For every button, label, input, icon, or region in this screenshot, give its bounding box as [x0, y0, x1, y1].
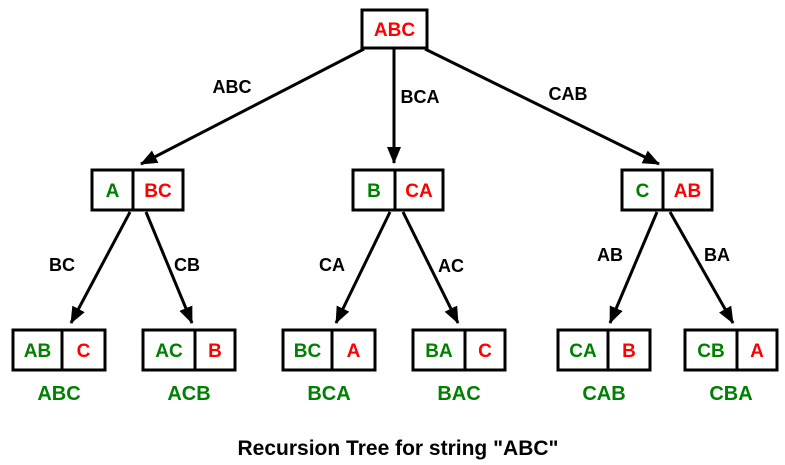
leaf-cba-remaining: A: [750, 341, 764, 362]
root-node-label: ABC: [374, 20, 415, 41]
edge-c-to-ca: [608, 211, 659, 324]
figure-caption: Recursion Tree for string "ABC": [238, 437, 559, 460]
edge-label-ba: BA: [704, 245, 730, 265]
leaf-acb-fixed: AC: [155, 341, 183, 362]
leaf-bac-remaining: C: [478, 341, 492, 362]
node-c-ab-box: [620, 168, 714, 212]
leaf-bca-result: BCA: [307, 383, 350, 405]
leaf-bac-box: [411, 328, 507, 372]
edge-label-cb: CB: [174, 255, 200, 275]
leaf-node-cba: CB A CBA: [683, 328, 779, 405]
leaf-bca-box: [281, 328, 377, 372]
node-a-bc-remaining: BC: [144, 181, 172, 202]
leaf-node-bca: BC A BCA: [281, 328, 377, 405]
node-c-ab-remaining: AB: [674, 181, 701, 202]
leaf-node-bac: BA C BAC: [411, 328, 507, 405]
root-node: ABC: [360, 8, 429, 50]
leaf-node-acb: AC B ACB: [141, 328, 237, 405]
edge-root-to-right-node: [424, 47, 660, 166]
edge-label-bc: BC: [49, 255, 75, 275]
node-b-ca: B CA: [351, 168, 445, 212]
leaf-bca-fixed: BC: [294, 341, 322, 362]
edge-label-abc: ABC: [213, 77, 252, 97]
leaf-bac-fixed: BA: [425, 341, 453, 362]
edge-label-ca: CA: [319, 255, 345, 275]
leaf-bca-remaining: A: [347, 341, 361, 362]
leaf-cba-result: CBA: [709, 383, 752, 405]
leaf-acb-remaining: B: [208, 341, 222, 362]
leaf-abc-result: ABC: [37, 383, 80, 405]
node-a-bc: A BC: [90, 168, 185, 212]
leaf-cab-result: CAB: [582, 383, 625, 405]
leaf-cba-box: [683, 328, 779, 372]
leaf-abc-fixed: AB: [24, 341, 51, 362]
node-c-ab: C AB: [620, 168, 714, 212]
node-c-ab-fixed: C: [636, 181, 650, 202]
leaf-acb-box: [141, 328, 237, 372]
edge-label-cab: CAB: [549, 84, 588, 104]
edge-b-to-ba: [401, 211, 460, 324]
node-b-ca-remaining: CA: [405, 181, 433, 202]
edge-root-to-left-node: [140, 47, 365, 166]
node-a-bc-fixed: A: [106, 181, 120, 202]
edge-label-ac: AC: [438, 256, 464, 276]
edge-label-ab: AB: [597, 245, 623, 265]
leaf-cab-fixed: CA: [569, 341, 597, 362]
leaf-bac-result: BAC: [437, 383, 480, 405]
edge-a-to-ac: [144, 211, 194, 324]
edge-a-to-ab: [69, 211, 132, 324]
node-a-bc-box: [90, 168, 185, 212]
edge-label-bca: BCA: [401, 87, 440, 107]
leaf-node-cab: CA B CAB: [556, 328, 652, 405]
level2-edges: BC CB CA AC AB BA: [49, 211, 735, 324]
root-node-box: [360, 8, 429, 50]
leaf-abc-box: [11, 328, 107, 372]
leaf-node-abc: AB C ABC: [11, 328, 107, 405]
edge-c-to-cb: [668, 211, 735, 324]
level1-edges: ABC BCA CAB: [140, 47, 660, 166]
leaf-abc-remaining: C: [77, 341, 91, 362]
leaf-cab-remaining: B: [622, 341, 636, 362]
leaf-cba-fixed: CB: [697, 341, 724, 362]
node-b-ca-box: [351, 168, 445, 212]
node-b-ca-fixed: B: [367, 181, 381, 202]
leaf-acb-result: ACB: [167, 383, 210, 405]
leaf-cab-box: [556, 328, 652, 372]
edge-b-to-bc: [334, 211, 392, 324]
